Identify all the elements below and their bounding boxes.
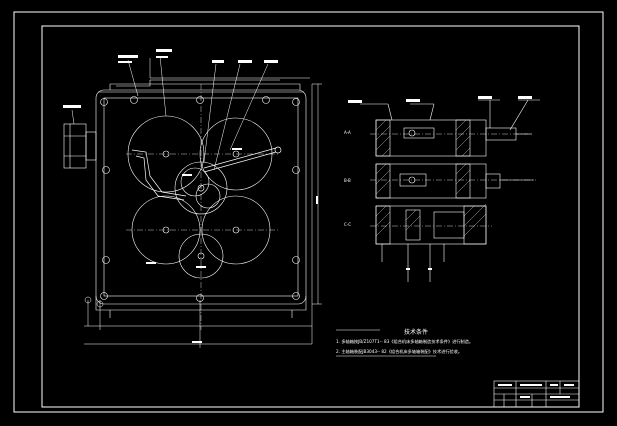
section-label-a: A-A — [344, 130, 351, 135]
section-label-c: C-C — [344, 222, 351, 227]
motor-body — [63, 123, 87, 169]
leader-lines — [71, 55, 310, 171]
inner-frame — [41, 25, 580, 408]
outer-frame — [13, 11, 604, 413]
bolt-holes — [100, 96, 300, 302]
hatching-a — [375, 119, 471, 157]
tech-req-line-2: 2. 主轴箱装配JB3043-- 82《组合机床多轴箱装配》技术进行验收。 — [336, 348, 462, 355]
section-view-a — [360, 99, 540, 157]
lever-linkage — [131, 146, 282, 201]
section-label-b: B-B — [344, 178, 351, 183]
section-view-b — [370, 163, 536, 199]
section-view-c — [370, 205, 492, 282]
title-block — [493, 380, 580, 408]
dimensions-main — [84, 83, 322, 348]
gear-inner-1 — [180, 167, 210, 197]
tech-req-line-1: 1. 多轴箱按JB/Z107T1-- 83《组合机床多轴箱制造技术条件》进行制造… — [336, 338, 473, 345]
hatching-c — [375, 203, 487, 237]
callout-labels — [63, 49, 278, 268]
tech-req-title: 技术条件 — [404, 328, 428, 336]
gear-bottom — [178, 233, 224, 279]
gear-circles — [127, 115, 273, 279]
gear-inner-2 — [195, 183, 221, 209]
centre-lines — [126, 84, 280, 330]
main-view — [63, 79, 307, 318]
hatching-b — [375, 163, 471, 195]
